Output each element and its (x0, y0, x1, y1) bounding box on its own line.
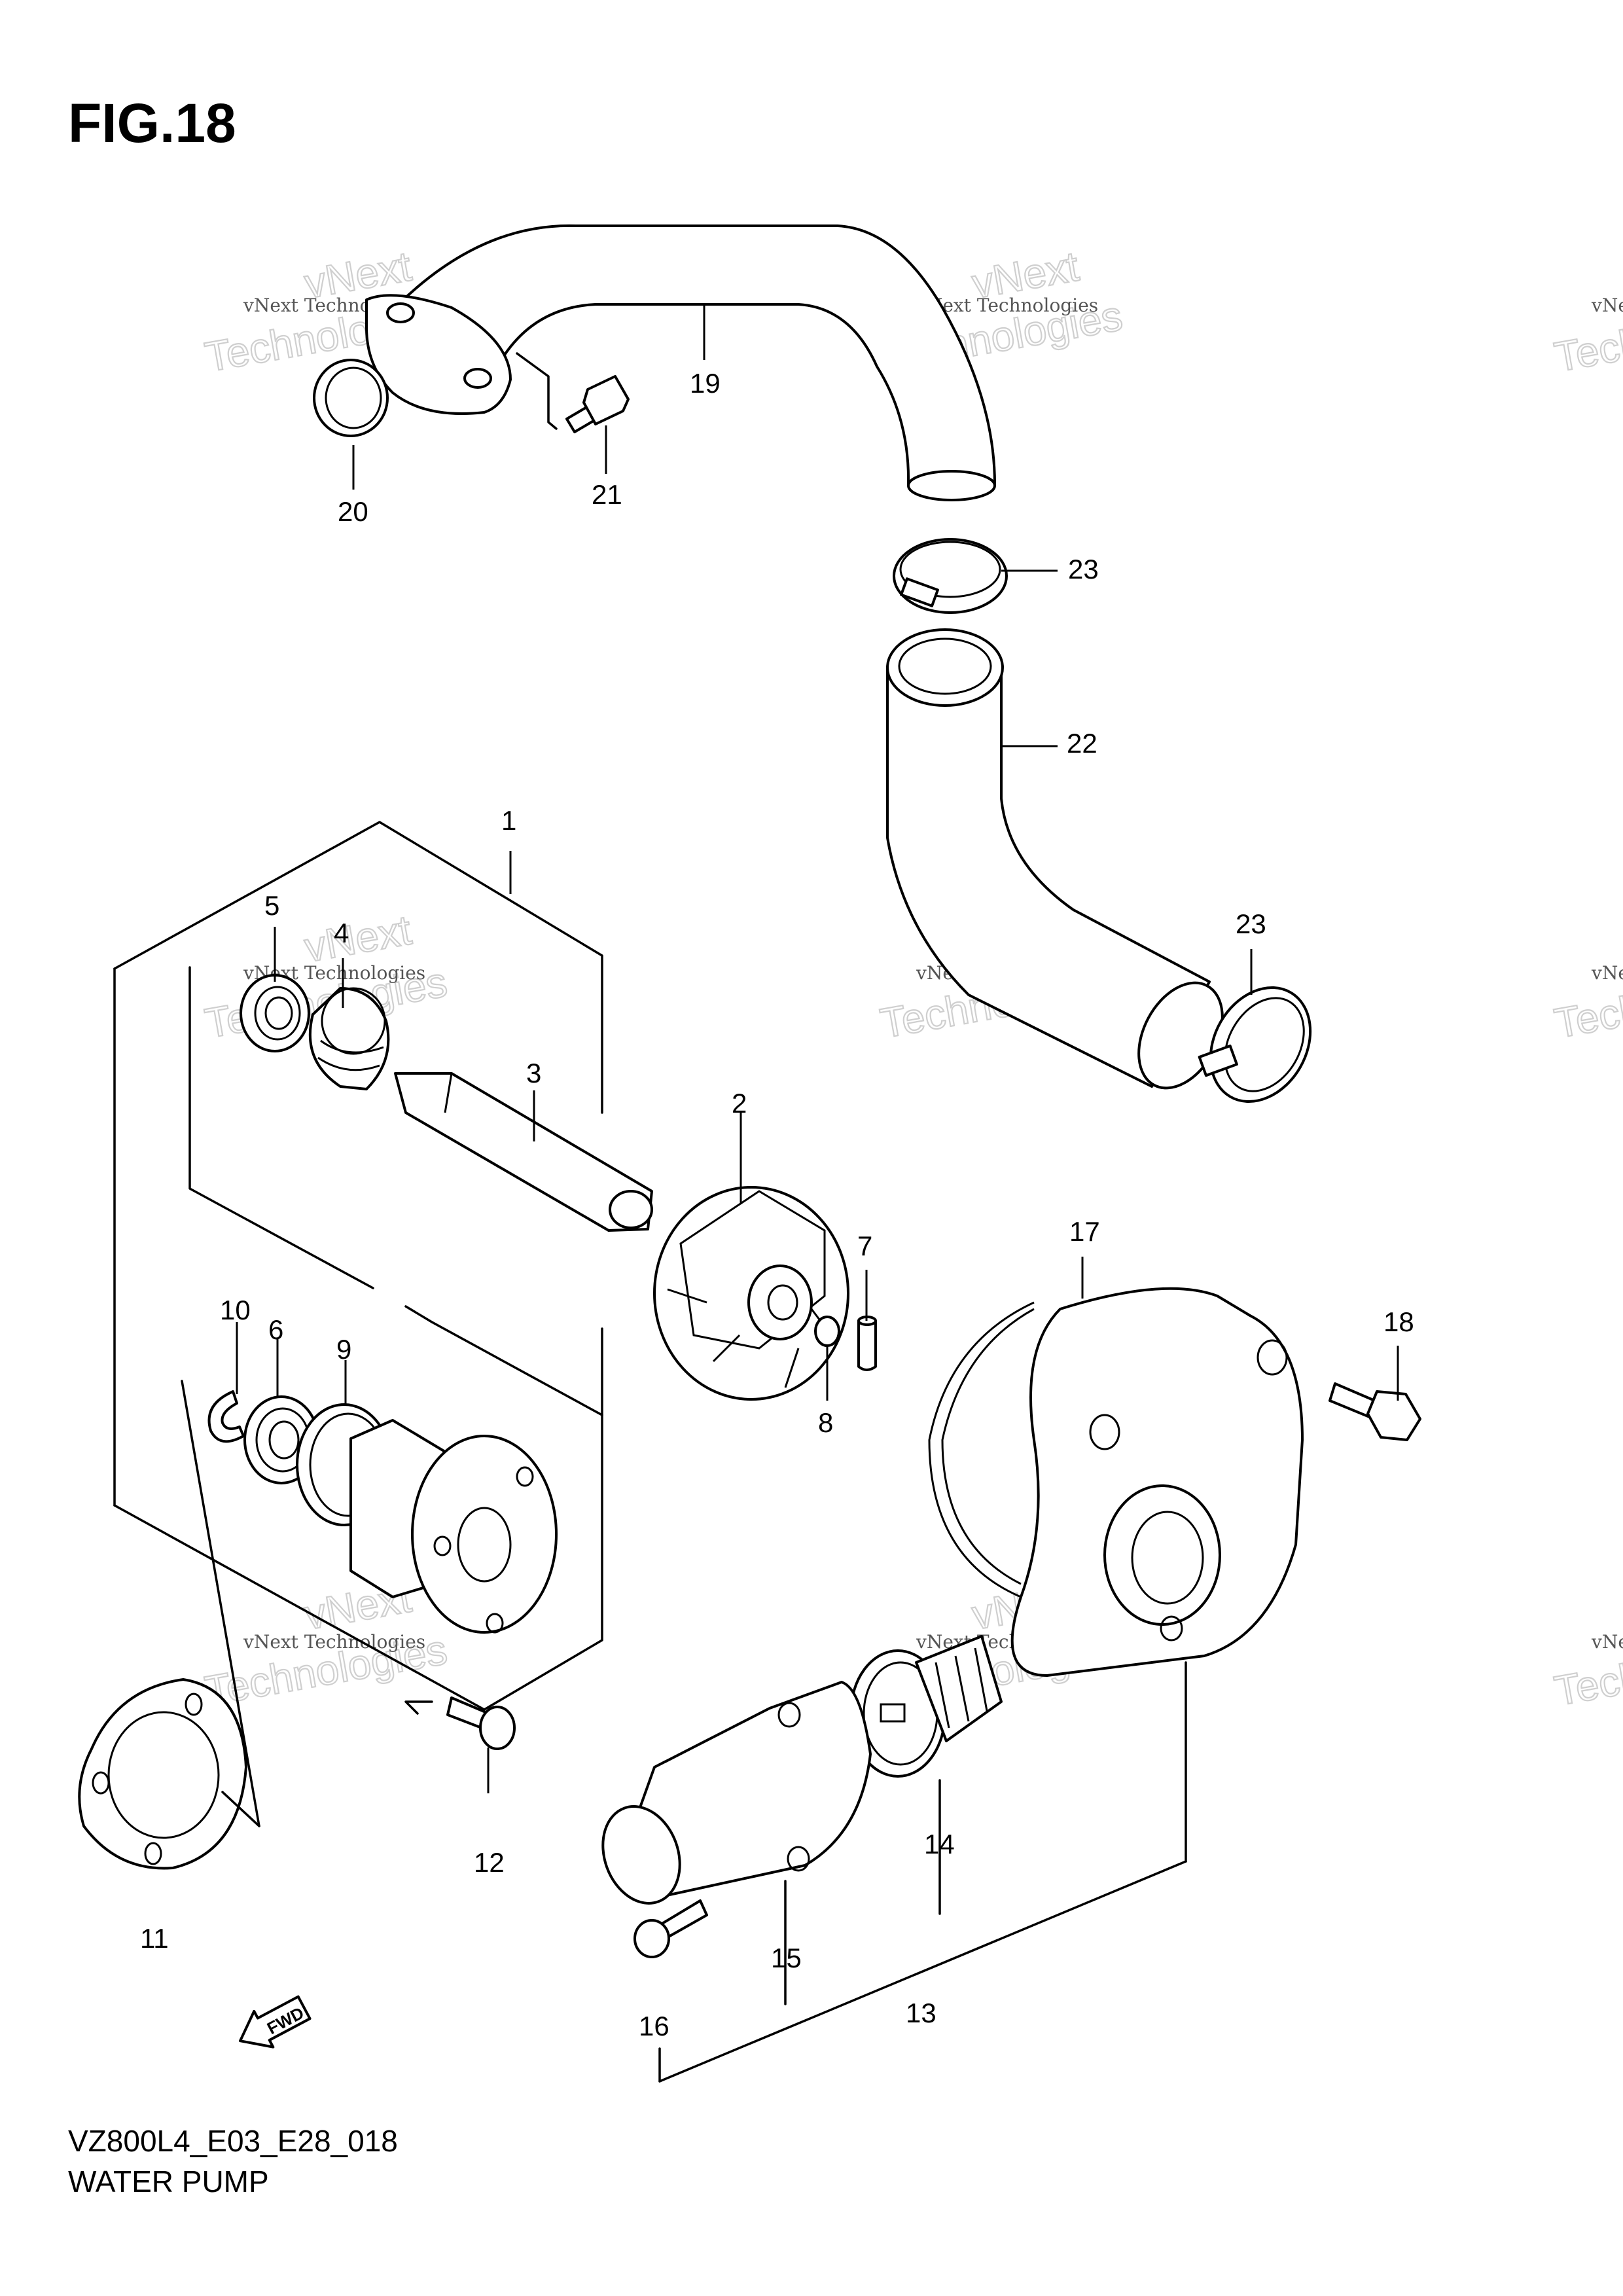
watermark-low-right: vNext Technologies Technologies (1550, 1625, 1623, 1715)
fwd-arrow-icon: FWD (239, 1995, 312, 2049)
part-18-bolt (1329, 1382, 1421, 1441)
watermark-text: vNext Technologies (1591, 1631, 1623, 1653)
part-23-clamp-lower (1198, 986, 1312, 1103)
part-21-bolt (516, 352, 630, 433)
part-22-hose (886, 628, 1224, 1090)
callout-21: 21 (592, 479, 622, 510)
part-7-pin (857, 1316, 877, 1371)
callout-19: 19 (690, 368, 721, 399)
part-20-o-ring (313, 359, 389, 437)
watermark-text: vNext Technologies (1591, 962, 1623, 984)
callout-12: 12 (474, 1847, 505, 1878)
callout-11: 11 (140, 1923, 169, 1954)
part-11-gasket (78, 1380, 260, 1870)
callout-6: 6 (268, 1314, 283, 1345)
callout-10: 10 (220, 1295, 251, 1325)
callout-15: 15 (771, 1943, 802, 1973)
watermark-low-left: vNext Technologies vNext Technologies (201, 1573, 452, 1715)
watermark-text: vNext Technologies (1591, 295, 1623, 316)
callout-1: 1 (501, 805, 516, 836)
figure-code: VZ800L4_E03_E28_018 (68, 2124, 398, 2158)
watermark-brand: vNext (301, 906, 415, 971)
part-8-washer (814, 1316, 840, 1347)
callout-17: 17 (1069, 1216, 1100, 1247)
watermark-text: vNext Technologies (243, 1631, 425, 1653)
callout-14: 14 (924, 1829, 955, 1859)
part-12-screw (404, 1696, 516, 1750)
assembly-1-outline (113, 821, 603, 1711)
part-1-housing-boss (349, 1419, 558, 1634)
part-15-thermostat-cover (601, 1681, 872, 1905)
watermark-top-right: vNext Technologies Technologies (1550, 291, 1623, 382)
callout-20: 20 (338, 496, 368, 527)
part-14-thermostat (849, 1635, 1003, 1778)
figure-name: WATER PUMP (68, 2164, 269, 2198)
part-4-mechanical-seal (308, 987, 390, 1090)
part-19-pipe (365, 224, 996, 501)
callout-23-upper: 23 (1068, 554, 1099, 584)
callout-16: 16 (639, 2011, 669, 2041)
part-10-circlip (207, 1390, 245, 1443)
figure-title: FIG.18 (68, 92, 236, 154)
leader-lines (236, 304, 1399, 1793)
part-2-impeller (653, 1186, 849, 1401)
part-3-shaft (394, 1072, 653, 1232)
callout-23-lower: 23 (1236, 908, 1266, 939)
part-23-clamp-upper (893, 538, 1008, 614)
callout-5: 5 (264, 890, 279, 921)
callout-13: 13 (906, 1998, 936, 2028)
callout-4: 4 (334, 918, 349, 948)
callout-2: 2 (732, 1088, 747, 1119)
part-5-seal (240, 974, 310, 1052)
callout-8: 8 (818, 1407, 833, 1438)
watermark-mid-right: vNext Technologies Technologies (1550, 958, 1623, 1048)
callout-9: 9 (336, 1334, 351, 1365)
callout-18: 18 (1383, 1306, 1414, 1337)
callout-22: 22 (1067, 728, 1097, 759)
part-16-screw (633, 1899, 708, 1958)
part-17-pump-cover (928, 1287, 1304, 1677)
assembly-13-outline (658, 1661, 1187, 2083)
callout-3: 3 (526, 1058, 541, 1088)
callout-labels: 1 2 3 4 5 6 7 8 9 10 11 12 13 14 15 16 1… (140, 368, 1414, 2041)
callout-7: 7 (857, 1230, 872, 1261)
